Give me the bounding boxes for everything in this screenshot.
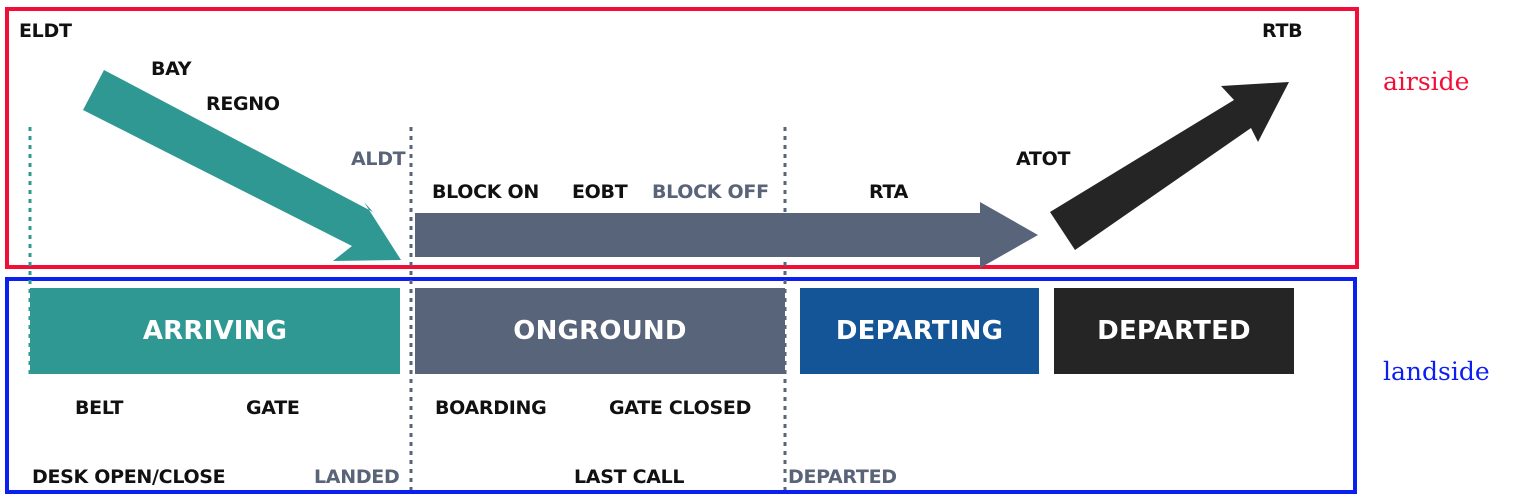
rta-label: RTA bbox=[869, 181, 909, 203]
last-call-label: LAST CALL bbox=[574, 466, 685, 488]
status-departing-label: DEPARTING bbox=[835, 316, 1004, 346]
bay-label: BAY bbox=[151, 58, 192, 80]
status-onground-label: ONGROUND bbox=[513, 316, 687, 346]
status-departed-label: DEPARTED bbox=[1097, 316, 1251, 346]
status-arriving-label: ARRIVING bbox=[142, 316, 288, 346]
landside-zone-label: landside bbox=[1383, 357, 1490, 386]
status-arriving: ARRIVING bbox=[30, 288, 400, 374]
airside-zone-label: airside bbox=[1383, 67, 1470, 96]
departed-marker-label: DEPARTED bbox=[788, 466, 897, 488]
gate-label: GATE bbox=[246, 397, 300, 419]
status-departing: DEPARTING bbox=[800, 288, 1039, 374]
rtb-label: RTB bbox=[1262, 20, 1303, 42]
block-on-label: BLOCK ON bbox=[432, 181, 539, 203]
desk-open-close-label: DESK OPEN/CLOSE bbox=[32, 466, 226, 488]
status-departed: DEPARTED bbox=[1054, 288, 1294, 374]
landed-label: LANDED bbox=[314, 466, 400, 488]
aldt-label: ALDT bbox=[351, 148, 406, 170]
airside-zone bbox=[5, 7, 1359, 269]
atot-label: ATOT bbox=[1016, 148, 1071, 170]
boarding-label: BOARDING bbox=[435, 397, 547, 419]
belt-label: BELT bbox=[75, 397, 124, 419]
block-off-label: BLOCK OFF bbox=[652, 181, 769, 203]
eldt-label: ELDT bbox=[19, 20, 72, 42]
regno-label: REGNO bbox=[206, 93, 280, 115]
departure-climb-arrow bbox=[1050, 82, 1289, 250]
landside-zone bbox=[5, 277, 1357, 494]
gate-closed-label: GATE CLOSED bbox=[609, 397, 752, 419]
ground-phase-arrow bbox=[415, 202, 1038, 268]
status-onground: ONGROUND bbox=[415, 288, 785, 374]
eobt-label: EOBT bbox=[572, 181, 628, 203]
arrival-descent-arrow bbox=[83, 70, 401, 261]
